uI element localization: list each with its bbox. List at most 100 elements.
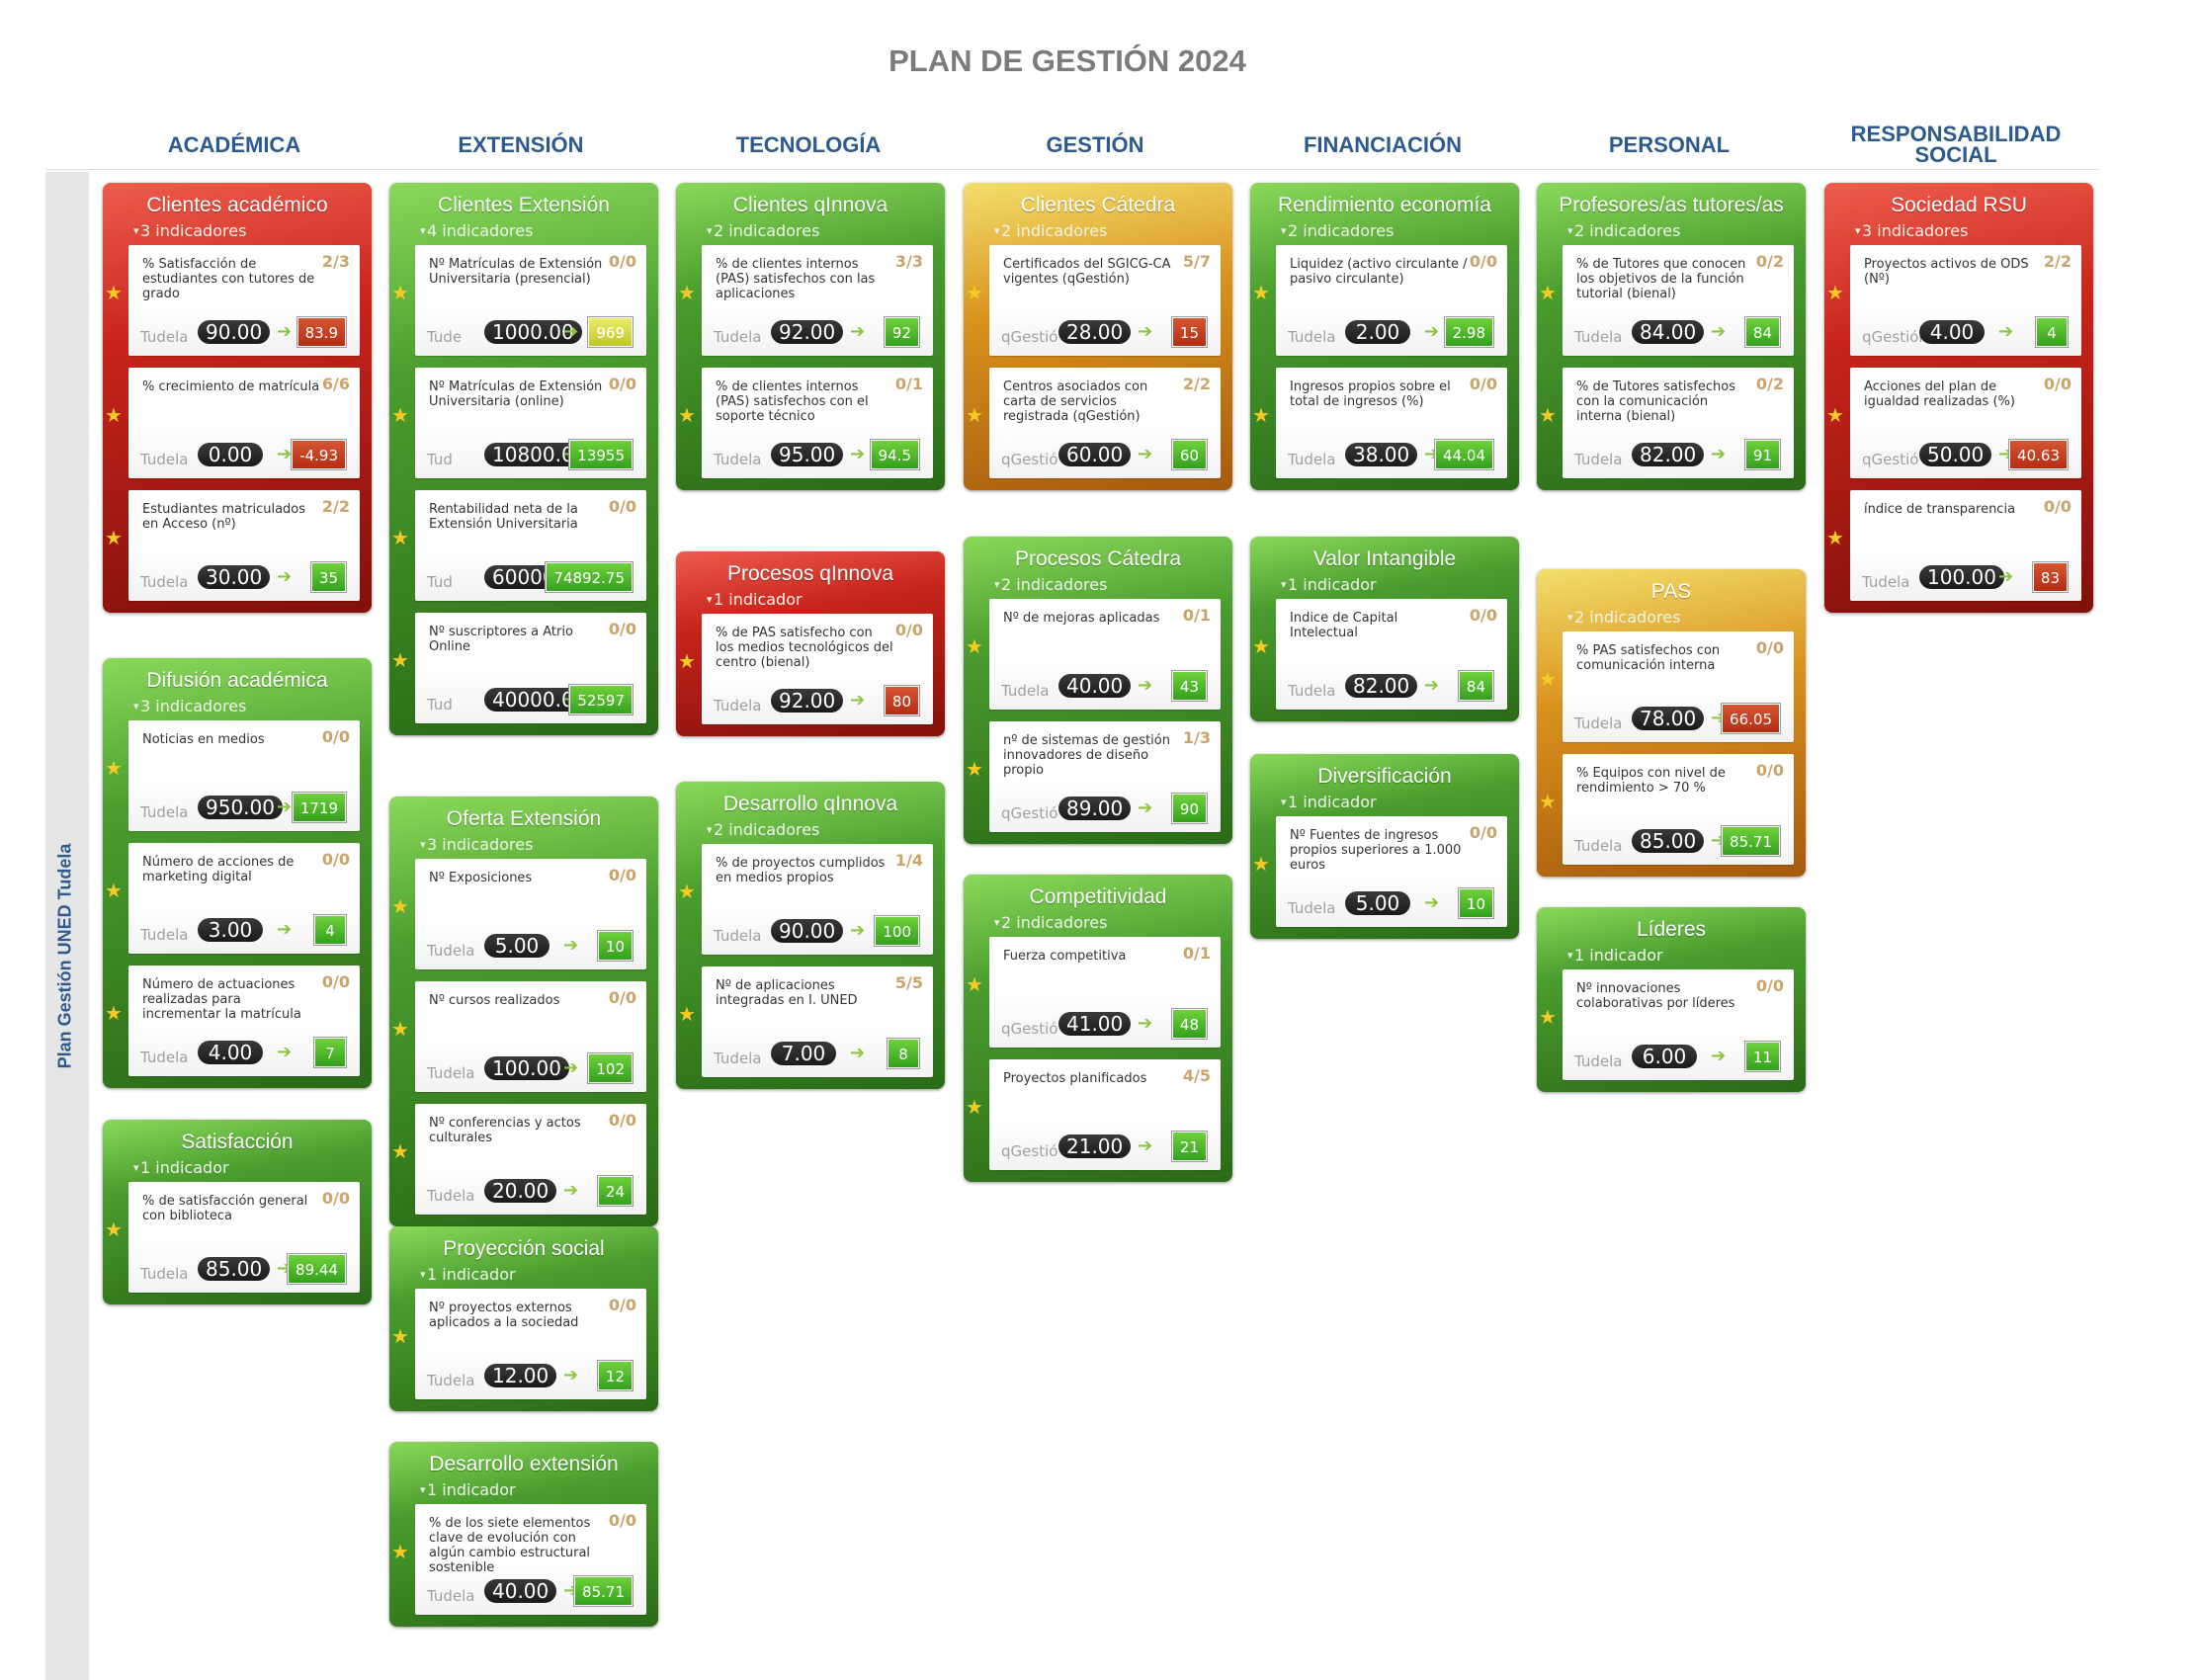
indicator-name[interactable]: Liquidez (activo circulante / pasivo cir… xyxy=(1290,257,1468,287)
card-title[interactable]: Difusión académica xyxy=(146,669,328,692)
star-icon[interactable]: ★ xyxy=(391,1540,409,1563)
actual-value-badge[interactable]: 13955 xyxy=(569,440,633,469)
indicator-box[interactable]: ★ Centros asociados con carta de servicio… xyxy=(966,368,1221,478)
indicator-count-toggle[interactable]: ▾2 indicadores xyxy=(964,908,1232,937)
actual-value-badge[interactable]: 74892.75 xyxy=(546,562,633,592)
star-icon[interactable]: ★ xyxy=(1826,403,1844,427)
star-icon[interactable]: ★ xyxy=(966,972,983,996)
triangle-down-icon[interactable]: ▾ xyxy=(420,1268,426,1281)
indicator-name[interactable]: Nº cursos realizados xyxy=(429,993,560,1008)
star-icon[interactable]: ★ xyxy=(1252,634,1270,658)
star-icon[interactable]: ★ xyxy=(966,403,983,427)
triangle-down-icon[interactable]: ▾ xyxy=(1281,578,1287,591)
indicator-box[interactable]: ★Certificados del SGICG-CA vigentes (qGe… xyxy=(966,245,1221,356)
indicator-box[interactable]: ★% de Tutores satisfechos con la comunic… xyxy=(1539,368,1794,478)
indicator-count-toggle[interactable]: ▾2 indicadores xyxy=(1537,603,1806,631)
triangle-down-icon[interactable]: ▾ xyxy=(420,838,426,851)
indicator-name[interactable]: índice de transparencia xyxy=(1864,502,2016,517)
column-header[interactable]: PERSONAL xyxy=(1608,131,1731,157)
indicator-name[interactable]: Acciones del plan de igualdad realizadas… xyxy=(1864,379,2015,409)
actual-value-badge[interactable]: 44.04 xyxy=(1435,440,1493,469)
column-header[interactable]: RESPONSABILIDAD SOCIAL xyxy=(1850,122,2062,167)
indicator-count-toggle[interactable]: ▾1 indicador xyxy=(1250,788,1519,816)
indicator-box[interactable]: ★Nº Fuentes de ingresos propios superior… xyxy=(1252,816,1507,927)
triangle-down-icon[interactable]: ▾ xyxy=(707,224,713,237)
actual-value-badge[interactable]: 80 xyxy=(884,686,919,715)
triangle-down-icon[interactable]: ▾ xyxy=(994,916,1000,929)
indicator-name[interactable]: Centros asociados con carta de servicios… xyxy=(1003,379,1148,424)
indicator-box[interactable]: ★Nº de aplicaciones integradas en I. UNE… xyxy=(678,966,933,1077)
indicator-name[interactable]: Certificados del SGICG-CA vigentes (qGes… xyxy=(1003,257,1171,287)
indicator-name[interactable]: % PAS satisfechos con comunicación inter… xyxy=(1576,643,1721,673)
card-title[interactable]: Clientes Extensión xyxy=(438,194,610,216)
actual-value-badge[interactable]: 7 xyxy=(314,1038,346,1067)
star-icon[interactable]: ★ xyxy=(1252,281,1270,304)
star-icon[interactable]: ★ xyxy=(1826,526,1844,549)
indicator-name[interactable]: % de Tutores que conocen los objetivos d… xyxy=(1576,257,1746,301)
star-icon[interactable]: ★ xyxy=(678,1002,696,1026)
card-title[interactable]: Satisfacción xyxy=(181,1131,294,1153)
triangle-down-icon[interactable]: ▾ xyxy=(1855,224,1861,237)
star-icon[interactable]: ★ xyxy=(391,1017,409,1041)
star-icon[interactable]: ★ xyxy=(105,879,123,902)
card-title[interactable]: Rendimiento economía xyxy=(1278,194,1491,216)
indicator-name[interactable]: % de clientes internos (PAS) satisfechos… xyxy=(716,379,869,424)
star-icon[interactable]: ★ xyxy=(1539,1005,1557,1029)
triangle-down-icon[interactable]: ▾ xyxy=(994,578,1000,591)
star-icon[interactable]: ★ xyxy=(105,526,123,549)
card-title[interactable]: PAS xyxy=(1650,580,1692,603)
card-title[interactable]: Proyección social xyxy=(443,1237,605,1260)
card-title[interactable]: Líderes xyxy=(1636,918,1707,941)
triangle-down-icon[interactable]: ▾ xyxy=(133,224,139,237)
actual-value-badge[interactable]: 21 xyxy=(1171,1132,1207,1161)
star-icon[interactable]: ★ xyxy=(1539,281,1557,304)
indicator-name[interactable]: % Satisfacción de estudiantes con tutore… xyxy=(142,257,315,301)
triangle-down-icon[interactable]: ▾ xyxy=(1281,796,1287,808)
star-icon[interactable]: ★ xyxy=(105,1001,123,1025)
star-icon[interactable]: ★ xyxy=(1252,852,1270,876)
triangle-down-icon[interactable]: ▾ xyxy=(1281,224,1287,237)
indicator-box[interactable]: ★% PAS satisfechos con comunicación inte… xyxy=(1539,631,1794,742)
actual-value-badge[interactable]: 90 xyxy=(1171,794,1207,823)
triangle-down-icon[interactable]: ▾ xyxy=(1567,224,1573,237)
indicator-name[interactable]: Indice de Capital Intelectual xyxy=(1290,611,1398,640)
card-title[interactable]: Sociedad RSU xyxy=(1891,194,2027,216)
card-title[interactable]: Procesos qInnova xyxy=(726,562,894,585)
column-header[interactable]: EXTENSIÓN xyxy=(458,131,584,157)
star-icon[interactable]: ★ xyxy=(391,1324,409,1348)
actual-value-badge[interactable]: 40.63 xyxy=(2009,440,2068,469)
indicator-box[interactable]: ★% de clientes internos (PAS) satisfecho… xyxy=(678,368,933,478)
actual-value-badge[interactable]: 85.71 xyxy=(574,1576,633,1606)
indicator-box[interactable]: ★Nº innovaciones colaborativas por líder… xyxy=(1539,969,1794,1080)
indicator-box[interactable]: ★ Estudiantes matriculados en Acceso (nº)… xyxy=(105,490,360,601)
indicator-name[interactable]: % crecimiento de matrícula xyxy=(142,379,320,394)
indicator-count-toggle[interactable]: ▾2 indicadores xyxy=(1537,216,1806,245)
indicator-box[interactable]: ★ Liquidez (activo circulante / pasivo ci… xyxy=(1252,245,1507,356)
card-title[interactable]: Diversificación xyxy=(1317,765,1452,788)
actual-value-badge[interactable]: 102 xyxy=(588,1053,633,1083)
indicator-name[interactable]: % de satisfacción general con biblioteca xyxy=(142,1194,308,1223)
indicator-name[interactable]: Noticias en medios xyxy=(142,732,265,747)
indicator-box[interactable]: ★% de clientes internos (PAS) satisfecho… xyxy=(678,245,933,356)
indicator-name[interactable]: Nº de mejoras aplicadas xyxy=(1003,611,1160,626)
indicator-box[interactable]: ★ Acciones del plan de igualdad realizada… xyxy=(1826,368,2081,478)
card-title[interactable]: Desarrollo extensión xyxy=(429,1453,619,1475)
star-icon[interactable]: ★ xyxy=(105,403,123,427)
indicator-name[interactable]: Rentabilidad neta de la Extensión Univer… xyxy=(429,502,578,532)
card-title[interactable]: Competitividad xyxy=(1029,885,1167,908)
actual-value-badge[interactable]: 12 xyxy=(597,1361,633,1390)
actual-value-badge[interactable]: 60 xyxy=(1171,440,1207,469)
actual-value-badge[interactable]: 10 xyxy=(597,931,633,961)
card-title[interactable]: Profesores/as tutores/as xyxy=(1559,194,1784,216)
triangle-down-icon[interactable]: ▾ xyxy=(420,1483,426,1496)
indicator-name[interactable]: Estudiantes matriculados en Acceso (nº) xyxy=(142,502,306,532)
actual-value-badge[interactable]: 24 xyxy=(597,1176,633,1206)
card-title[interactable]: Procesos Cátedra xyxy=(1014,547,1182,570)
